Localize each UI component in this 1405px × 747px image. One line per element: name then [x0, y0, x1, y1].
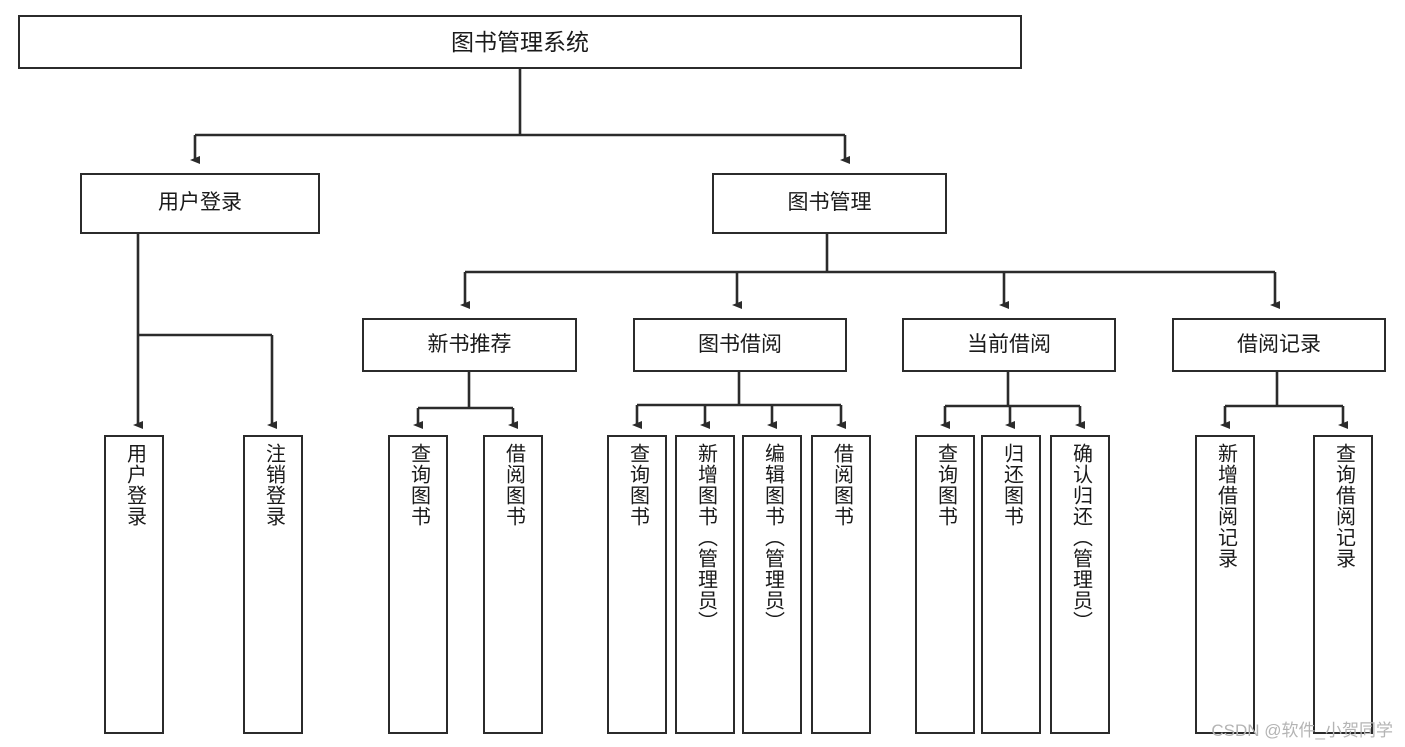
leaf-add-borrow-record[interactable]: 新增借阅记录 — [1195, 435, 1255, 734]
node-label: 借阅图书 — [830, 443, 853, 527]
node-label: 查询图书 — [626, 443, 649, 527]
node-label: 新增图书（管理员） — [694, 443, 717, 632]
node-new-book-recommend[interactable]: 新书推荐 — [362, 318, 577, 372]
leaf-borrow-book[interactable]: 借阅图书 — [811, 435, 871, 734]
node-book-borrow[interactable]: 图书借阅 — [633, 318, 847, 372]
leaf-query-book-current[interactable]: 查询图书 — [915, 435, 975, 734]
leaf-add-book-admin[interactable]: 新增图书（管理员） — [675, 435, 735, 734]
node-current-borrow[interactable]: 当前借阅 — [902, 318, 1116, 372]
node-label: 新增借阅记录 — [1214, 443, 1237, 569]
node-label: 新书推荐 — [427, 332, 512, 356]
node-label: 当前借阅 — [967, 332, 1051, 356]
leaf-return-book[interactable]: 归还图书 — [981, 435, 1041, 734]
node-label: 用户登录 — [123, 443, 146, 527]
node-book-management[interactable]: 图书管理 — [712, 173, 947, 234]
node-label: 图书管理系统 — [451, 28, 589, 55]
node-label: 确认归还（管理员） — [1069, 443, 1092, 632]
node-label: 编辑图书（管理员） — [761, 443, 784, 632]
node-label: 查询图书 — [934, 443, 957, 527]
node-label: 查询借阅记录 — [1332, 443, 1355, 569]
node-label: 图书借阅 — [698, 332, 782, 356]
node-label: 用户登录 — [158, 191, 242, 215]
node-label: 查询图书 — [407, 443, 430, 527]
node-label: 归还图书 — [1000, 443, 1023, 527]
node-user-login[interactable]: 用户登录 — [80, 173, 320, 234]
leaf-user-login[interactable]: 用户登录 — [104, 435, 164, 734]
node-label: 图书管理 — [787, 191, 872, 215]
leaf-logout[interactable]: 注销登录 — [243, 435, 303, 734]
leaf-query-book-borrow[interactable]: 查询图书 — [607, 435, 667, 734]
node-root-library-system[interactable]: 图书管理系统 — [18, 15, 1022, 69]
leaf-edit-book-admin[interactable]: 编辑图书（管理员） — [742, 435, 802, 734]
node-label: 借阅图书 — [502, 443, 525, 527]
node-label: 注销登录 — [262, 443, 285, 527]
leaf-borrow-book-recommend[interactable]: 借阅图书 — [483, 435, 543, 734]
watermark-text: CSDN @软件_小贺同学 — [1211, 721, 1393, 740]
node-borrow-record[interactable]: 借阅记录 — [1172, 318, 1386, 372]
leaf-query-borrow-record[interactable]: 查询借阅记录 — [1313, 435, 1373, 734]
leaf-query-book-recommend[interactable]: 查询图书 — [388, 435, 448, 734]
node-label: 借阅记录 — [1237, 332, 1321, 356]
leaf-confirm-return-admin[interactable]: 确认归还（管理员） — [1050, 435, 1110, 734]
